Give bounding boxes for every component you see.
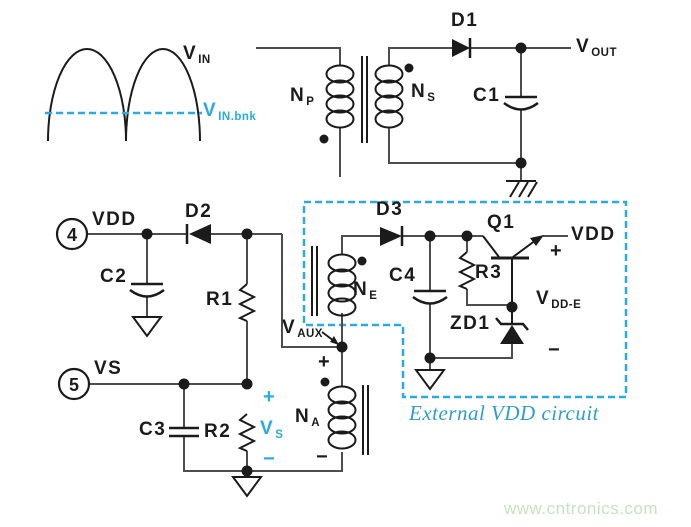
vout-label: VOUT [576,36,617,59]
vdd-pin-label: VDD [92,209,137,230]
r2-label: R2 [204,421,232,442]
vdd-minus-sign: − [548,339,560,361]
rectified-sine-waveform [45,48,202,142]
r3-label: R3 [475,262,503,283]
ground-c2 [131,316,163,338]
d1-label: D1 [451,10,479,31]
aux-winding [327,385,357,450]
c2-label: C2 [100,266,128,287]
aux-winding-core [362,385,369,455]
c1-capacitor [503,95,539,111]
pin4-circle [55,217,89,251]
vs-sense-label: VS [260,418,284,441]
winding-polarity-dots [319,63,414,387]
c2-capacitor [129,282,165,298]
vin-label: VIN [183,43,211,66]
vdd-plus-sign: + [550,240,562,262]
zd1-zener-diode [495,307,529,344]
primary-winding-label: NP [290,85,315,108]
vdd-output-label: VDD [571,224,616,245]
zd1-label: ZD1 [450,313,491,334]
secondary-winding-label: NS [411,81,436,104]
wires [87,47,571,477]
aux-minus-sign: − [316,446,328,468]
ground-bottom [231,476,263,498]
r3-resistor [457,251,477,290]
watermark: www.cntronics.com [504,499,658,518]
external-winding-core [311,246,318,316]
pin5-circle [57,367,91,401]
c4-label: C4 [389,265,417,286]
pin4-number: 4 [66,225,77,245]
vs-minus-sign: − [263,448,275,470]
junction-dots [141,42,527,477]
secondary-winding [374,64,404,129]
q1-label: Q1 [487,212,516,233]
main-transformer-core [361,56,368,143]
c4-capacitor [412,289,448,305]
ground-c4 [414,369,446,391]
external-winding-label: NE [353,279,378,302]
d3-label: D3 [376,199,404,220]
pin5-number: 5 [68,375,79,395]
external-winding [327,253,357,317]
vin-bulk-label: VIN.bnk [203,100,257,123]
vs-plus-sign: + [263,386,275,408]
c3-capacitor [169,426,199,438]
vs-pin-label: VS [94,358,123,379]
vaux-arrow [321,331,339,345]
d3-diode [380,226,404,246]
vaux-label: VAUX [282,317,323,340]
aux-winding-label: NA [295,406,321,429]
aux-plus-sign: + [318,351,330,373]
emitter-arrow [530,235,544,246]
d2-diode [185,224,211,244]
chassis-ground-c1 [506,180,538,198]
vdd-e-label: VDD-E [536,288,582,311]
external-vdd-caption: External VDD circuit [409,401,600,425]
q1-transistor [482,235,544,307]
d1-diode [452,38,472,58]
r2-resistor [237,413,257,452]
primary-winding [325,64,355,129]
r1-resistor [237,283,257,322]
external-vdd-dashed-box [302,200,628,399]
c1-label: C1 [473,85,501,106]
c3-label: C3 [139,419,167,440]
d2-label: D2 [185,201,213,222]
r1-label: R1 [206,289,234,310]
